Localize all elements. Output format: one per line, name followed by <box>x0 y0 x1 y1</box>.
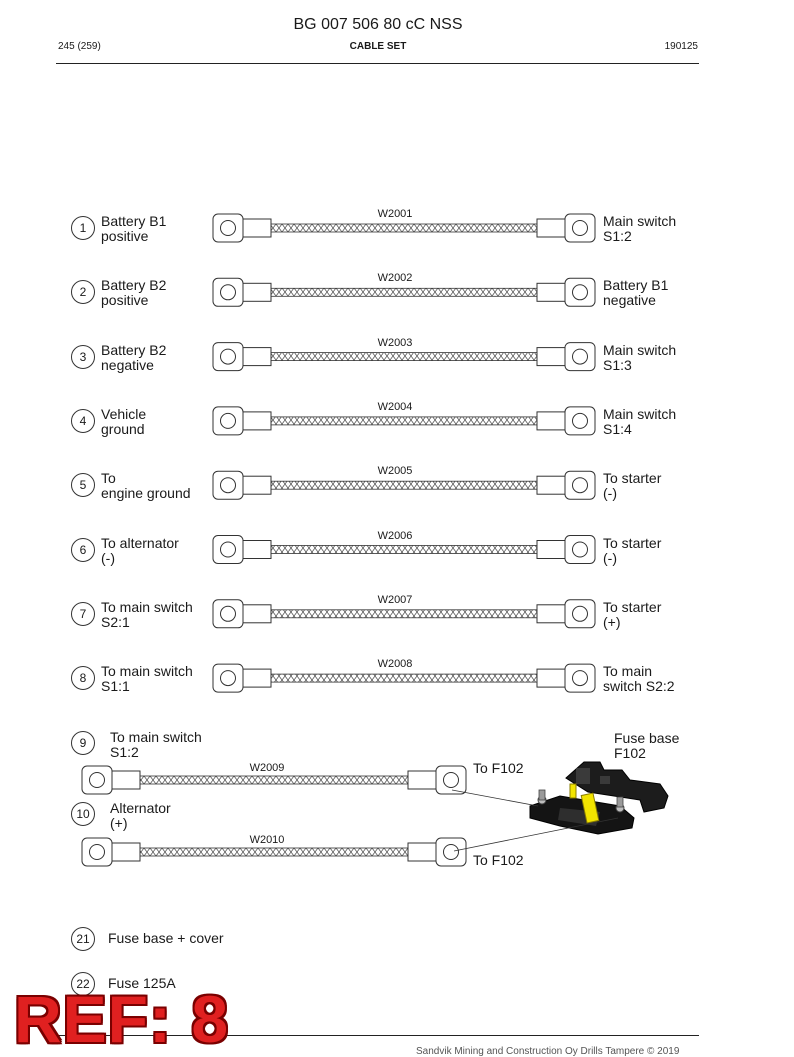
callout-8: 8 <box>71 666 95 691</box>
cable-9-source-label: To main switch S1:2 <box>110 729 202 760</box>
cable-4-code: W2004 <box>377 400 413 413</box>
leader-line <box>451 789 539 807</box>
page-number: 245 (259) <box>58 41 101 52</box>
document-title: BG 007 506 80 cC NSS <box>293 16 463 33</box>
ref-stamp: REF: 8 <box>14 982 230 1056</box>
callout-5: 5 <box>71 473 95 498</box>
cable-4 <box>212 406 596 436</box>
cable-2-source-label: Battery B2 positive <box>101 277 167 309</box>
cable-1-code: W2001 <box>377 208 413 220</box>
callout-10: 10 <box>71 802 95 826</box>
cable-5-source-label: To engine ground <box>101 470 191 502</box>
cable-5-destination-label: To starter (-) <box>603 470 662 502</box>
cable-2 <box>212 277 596 307</box>
cable-9-destination-label: To F102 <box>473 760 524 776</box>
cable-1-source-label: Battery B1 positive <box>101 213 167 244</box>
cable-1-destination-label: Main switch S1:2 <box>603 213 677 244</box>
cable-3 <box>212 342 596 372</box>
cable-8-destination-label: To main switch S2:2 <box>603 663 675 695</box>
callout-4: 4 <box>71 408 95 433</box>
callout-2: 2 <box>71 280 95 305</box>
cable-10 <box>81 837 467 867</box>
cable-9 <box>81 765 467 795</box>
cable-6-code: W2006 <box>377 529 413 542</box>
callout-7: 7 <box>71 601 95 626</box>
cable-3-source-label: Battery B2 negative <box>101 341 167 373</box>
cable-8-code: W2008 <box>377 658 413 671</box>
cable-7 <box>212 599 596 629</box>
cable-6 <box>212 535 596 564</box>
callout-22: 22 <box>71 972 95 996</box>
cable-6-destination-label: To starter (-) <box>603 534 662 566</box>
header-rule <box>56 63 699 64</box>
cable-2-destination-label: Battery B1 negative <box>603 277 669 309</box>
fuse-base-icon <box>529 761 669 835</box>
callout-6: 6 <box>71 537 95 562</box>
document-date: 190125 <box>664 41 698 52</box>
callout-21: 21 <box>71 927 95 951</box>
cable-8 <box>212 663 596 693</box>
callout-9: 9 <box>71 731 95 755</box>
part-22-label: Fuse 125A <box>108 975 176 991</box>
fuse-base-label: Fuse base F102 <box>614 730 680 761</box>
callout-3: 3 <box>71 344 95 369</box>
cable-3-destination-label: Main switch S1:3 <box>603 341 677 373</box>
cable-10-source-label: Alternator (+) <box>110 800 171 831</box>
cable-9-code: W2009 <box>249 762 285 774</box>
cable-7-code: W2007 <box>377 593 413 606</box>
cable-5-code: W2005 <box>377 465 413 478</box>
cable-8-source-label: To main switch S1:1 <box>101 663 193 695</box>
cable-3-code: W2003 <box>377 336 413 349</box>
cable-4-destination-label: Main switch S1:4 <box>603 405 677 437</box>
cable-4-source-label: Vehicle ground <box>101 405 147 437</box>
copyright-text: Sandvik Mining and Construction Oy Drill… <box>416 1046 680 1057</box>
cable-1 <box>212 213 596 243</box>
cable-5 <box>212 470 596 500</box>
cable-7-source-label: To main switch S2:1 <box>101 598 193 630</box>
callout-1: 1 <box>71 216 95 240</box>
leader-line <box>453 817 619 852</box>
cable-7-destination-label: To starter (+) <box>603 598 662 630</box>
part-21-label: Fuse base + cover <box>108 930 224 946</box>
section-title: CABLE SET <box>349 41 407 52</box>
cable-2-code: W2002 <box>377 272 413 285</box>
footer-rule <box>56 1035 699 1036</box>
cable-10-destination-label: To F102 <box>473 852 524 868</box>
cable-10-code: W2010 <box>249 834 285 846</box>
cable-6-source-label: To alternator (-) <box>101 534 179 566</box>
